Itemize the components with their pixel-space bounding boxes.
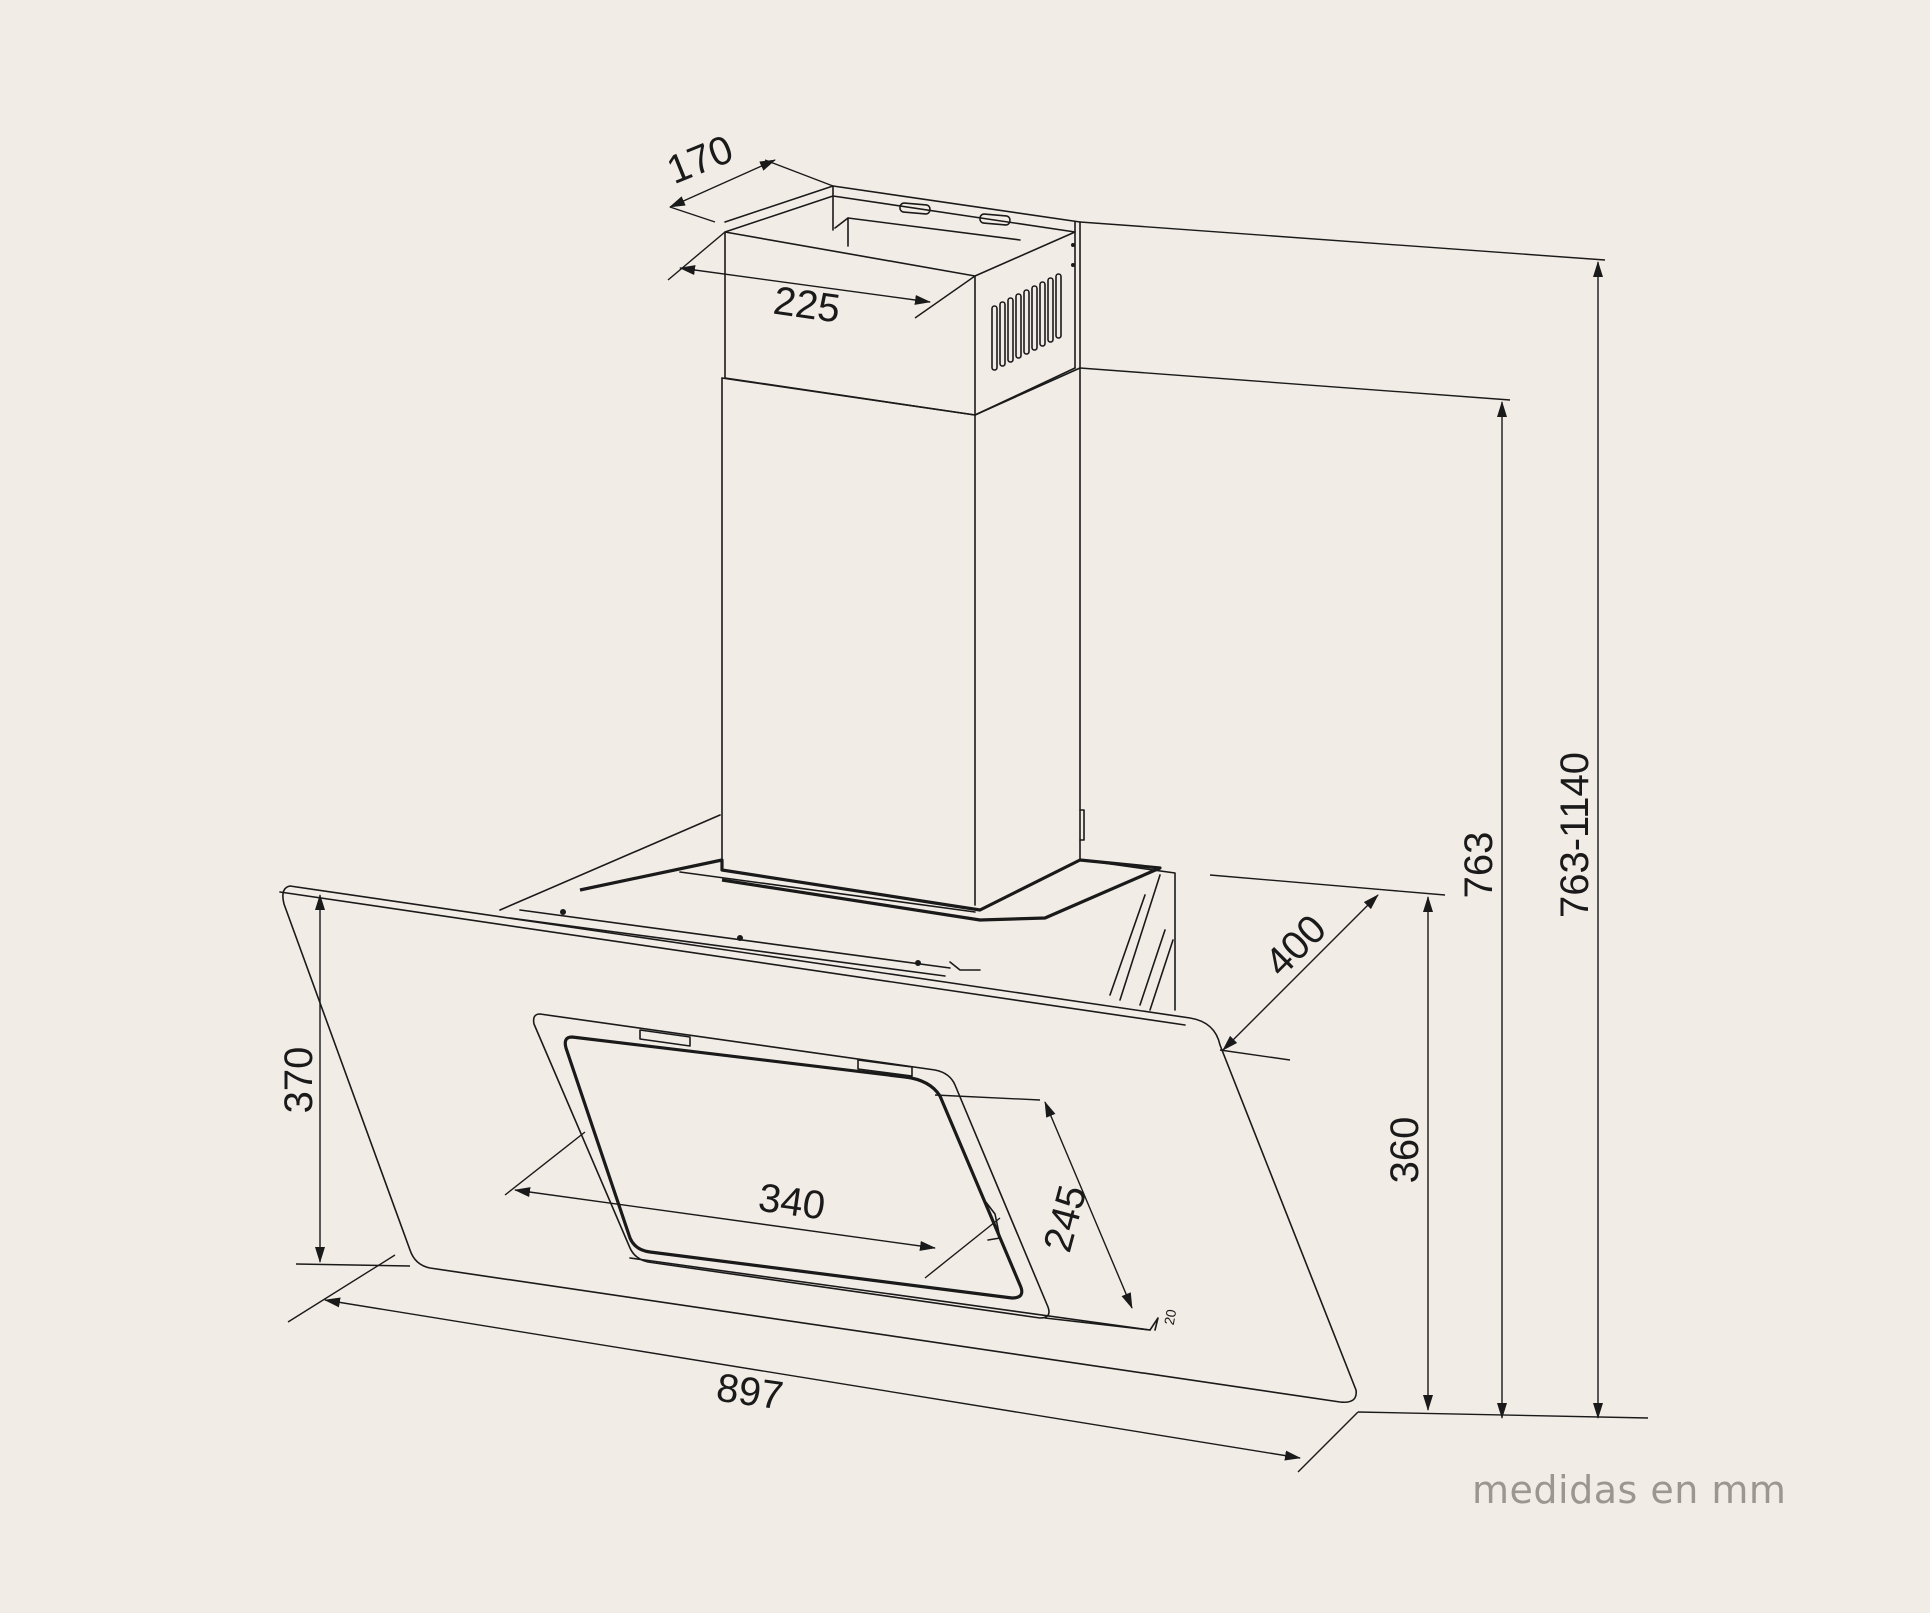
dim-body-height: 360 <box>1383 1117 1427 1184</box>
dim-chimney-height: 763 <box>1457 832 1501 899</box>
filter-panel <box>532 1013 1159 1331</box>
dim-duct-depth: 170 <box>661 127 739 193</box>
dimension-labels: 170 225 763-1140 763 400 360 370 340 245… <box>277 127 1597 1419</box>
dim-hood-depth: 400 <box>1257 907 1335 985</box>
dim-glass-height: 370 <box>277 1047 321 1114</box>
hood-body <box>499 814 1176 1011</box>
vent-grille <box>991 273 1062 371</box>
dim-filter-width: 340 <box>756 1176 828 1229</box>
dim-filter-offset: 20 <box>1161 1308 1179 1326</box>
dim-duct-width: 225 <box>771 279 843 332</box>
dimension-lines <box>287 159 1649 1473</box>
glass-panel <box>279 885 1357 1404</box>
dim-total-height-range: 763-1140 <box>1553 752 1597 918</box>
lower-chimney <box>721 367 1085 906</box>
dim-filter-height: 245 <box>1036 1181 1096 1257</box>
units-note: medidas en mm <box>1472 1468 1787 1512</box>
dim-hood-width: 897 <box>714 1366 786 1419</box>
